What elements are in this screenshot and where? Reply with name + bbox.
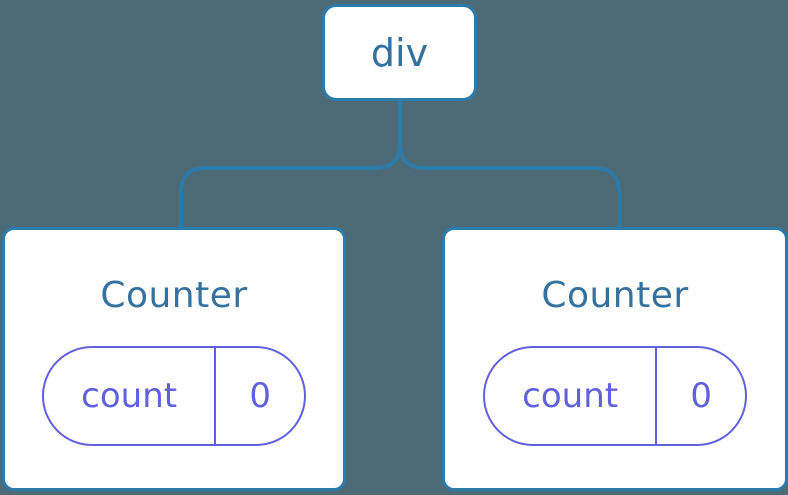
root-node-label: div (370, 30, 429, 75)
counter-card-left: Counter count 0 (2, 227, 346, 491)
state-value: 0 (249, 376, 271, 416)
connector-right-branch (398, 142, 621, 229)
state-pill: count 0 (483, 346, 747, 446)
counter-card-right: Counter count 0 (442, 227, 788, 491)
state-value: 0 (690, 376, 712, 416)
counter-card-title: Counter (100, 275, 248, 316)
root-node: div (322, 4, 477, 101)
state-key: count (485, 348, 658, 444)
state-pill: count 0 (42, 346, 306, 446)
counter-card-title: Counter (541, 275, 689, 316)
connector-left-branch (179, 99, 402, 229)
state-key: count (44, 348, 217, 444)
